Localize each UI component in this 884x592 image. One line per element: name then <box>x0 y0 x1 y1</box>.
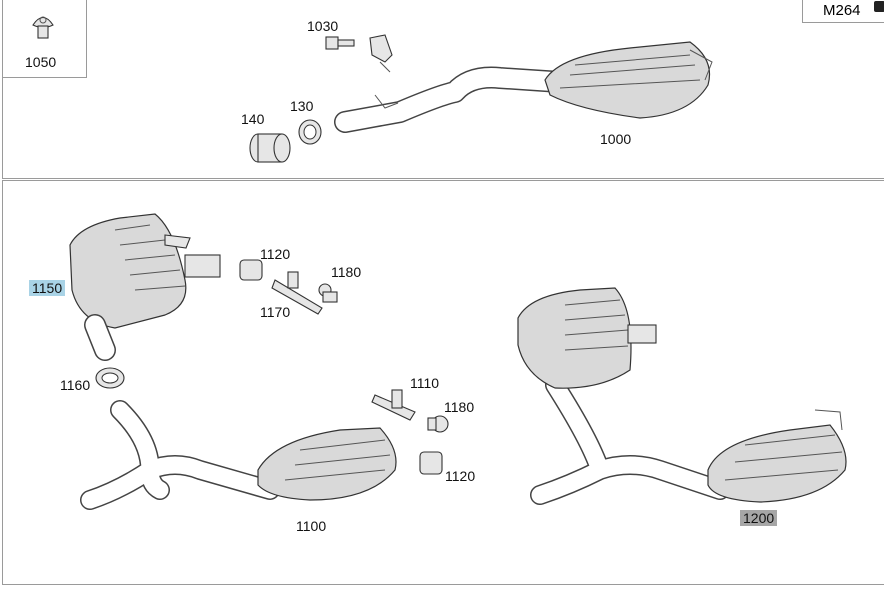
inset-part-number: 1050 <box>25 54 57 70</box>
clamp-130 <box>298 119 322 145</box>
bracket <box>369 34 399 109</box>
bracket-1170 <box>271 271 323 315</box>
label-130[interactable]: 130 <box>290 98 314 114</box>
hanger-1120a <box>239 259 263 281</box>
muffler-1150 <box>69 213 221 361</box>
label-1120-lower[interactable]: 1120 <box>445 468 476 484</box>
label-1000[interactable]: 1000 <box>600 131 632 147</box>
engine-code: M264 <box>823 2 861 19</box>
label-1120-upper[interactable]: 1120 <box>260 246 291 262</box>
label-1110[interactable]: 1110 <box>410 375 440 391</box>
inset-box <box>2 0 87 78</box>
edit-icon[interactable] <box>874 1 884 12</box>
bottom-section-frame <box>2 180 884 585</box>
label-1160[interactable]: 1160 <box>60 377 91 393</box>
bolt-1180a <box>318 283 338 303</box>
label-1170[interactable]: 1170 <box>260 304 291 320</box>
screw-icon <box>32 16 54 39</box>
label-1030[interactable]: 1030 <box>307 18 339 34</box>
label-1200[interactable]: 1200 <box>740 510 778 526</box>
engine-code-box: M264 <box>802 0 884 23</box>
center-pipe-1100 <box>80 400 397 510</box>
label-1100[interactable]: 1100 <box>296 518 327 534</box>
clamp-140 <box>249 133 291 163</box>
bolt-1030 <box>325 36 355 50</box>
exhaust-assembly-1200 <box>517 287 847 505</box>
front-pipe-1000 <box>334 41 713 133</box>
bolt-1180b <box>427 415 449 433</box>
label-1150[interactable]: 1150 <box>29 280 66 296</box>
hanger-1120b <box>419 451 443 475</box>
label-1180-lower[interactable]: 1180 <box>444 399 475 415</box>
label-1180-upper[interactable]: 1180 <box>331 264 362 280</box>
clamp-1160 <box>95 367 125 389</box>
bracket-1110 <box>371 389 416 421</box>
label-140[interactable]: 140 <box>241 111 265 127</box>
top-section-frame <box>2 0 884 179</box>
